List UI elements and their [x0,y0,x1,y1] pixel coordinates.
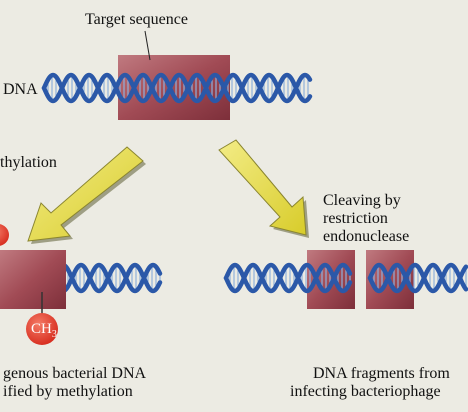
left-caption-1: genous bacterial DNA [3,365,147,382]
dna-fragment-2 [367,262,468,294]
methylation-label: thylation [0,154,57,171]
cleaving-label-2: restriction [323,210,388,227]
arrow-to-methylation [27,146,146,244]
cleaving-label-1: Cleaving by [323,192,401,209]
dna-strand-1 [367,262,468,294]
dna-strand-1 [41,72,313,104]
right-caption-2: infecting bacteriophage [290,383,441,400]
dna-helix-top [41,72,313,104]
dna-strand-2 [41,72,313,104]
arrow-to-cleaving [218,139,309,238]
right-caption-1: DNA fragments from [313,365,450,382]
ch3-label: CH3 [31,321,57,340]
target-sequence-label: Target sequence [85,11,188,28]
target-leader-line [144,30,151,61]
dna-label: DNA [3,81,38,98]
methylated-target-box [0,250,66,309]
left-caption-2: ified by methylation [3,383,133,400]
methyl-group-ch3 [26,313,58,345]
dna-strand-1 [223,262,353,294]
dna-strand-2 [223,262,353,294]
cleaving-label-3: endonuclease [323,228,410,245]
dna-strand-2 [367,262,468,294]
dna-fragment-1 [223,262,353,294]
methyl-group-partial [0,224,9,246]
